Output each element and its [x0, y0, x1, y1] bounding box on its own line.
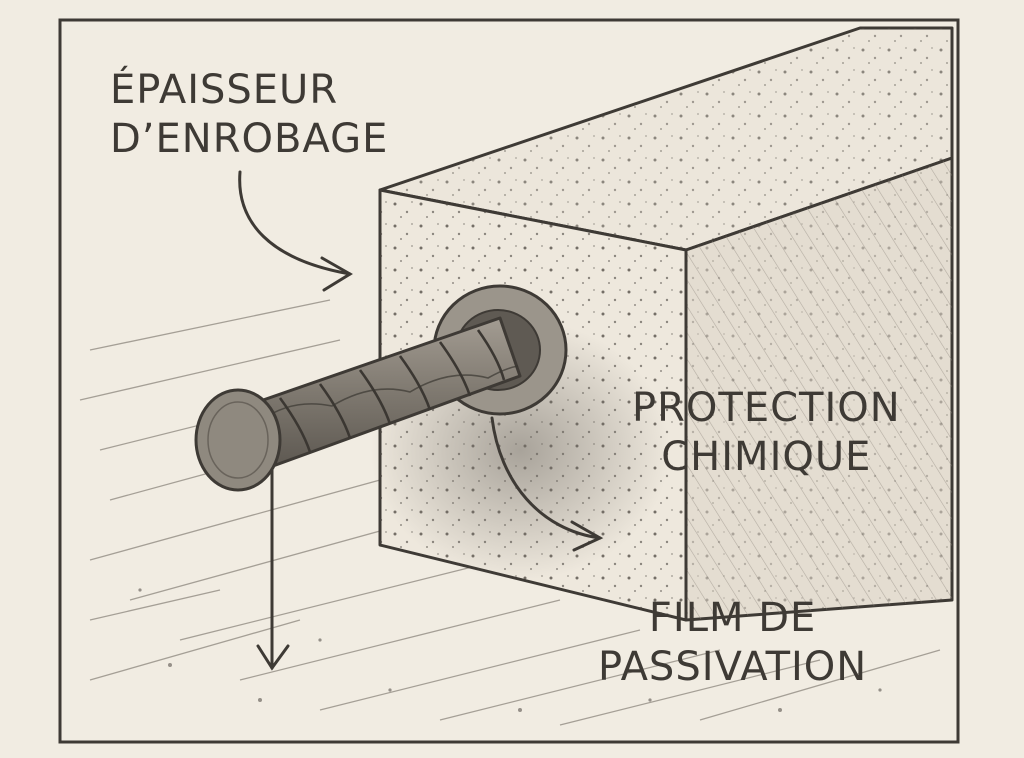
- chemical-protection-label: PROTECTION CHIMIQUE: [632, 384, 901, 482]
- cover-thickness-label: ÉPAISSEUR D’ENROBAGE: [110, 66, 388, 164]
- cover-thickness-line-2: D’ENROBAGE: [110, 115, 389, 162]
- ground-dots: [138, 588, 882, 712]
- cover-arrow: [238, 170, 353, 292]
- passivation-film-label: FILM DE PASSIVATION: [598, 594, 867, 692]
- passivation-film-line-1: FILM DE: [648, 595, 817, 641]
- cover-thickness-line-1: ÉPAISSEUR: [110, 67, 339, 113]
- chemical-protection-line-2: CHIMIQUE: [661, 433, 872, 480]
- frame-border: [58, 18, 960, 744]
- depth-arrow: [256, 468, 290, 671]
- chemical-protection-line-1: PROTECTION: [632, 385, 901, 431]
- rebar: [194, 316, 522, 492]
- passivation-film-line-2: PASSIVATION: [598, 643, 868, 690]
- passivation-arrow: [490, 416, 604, 552]
